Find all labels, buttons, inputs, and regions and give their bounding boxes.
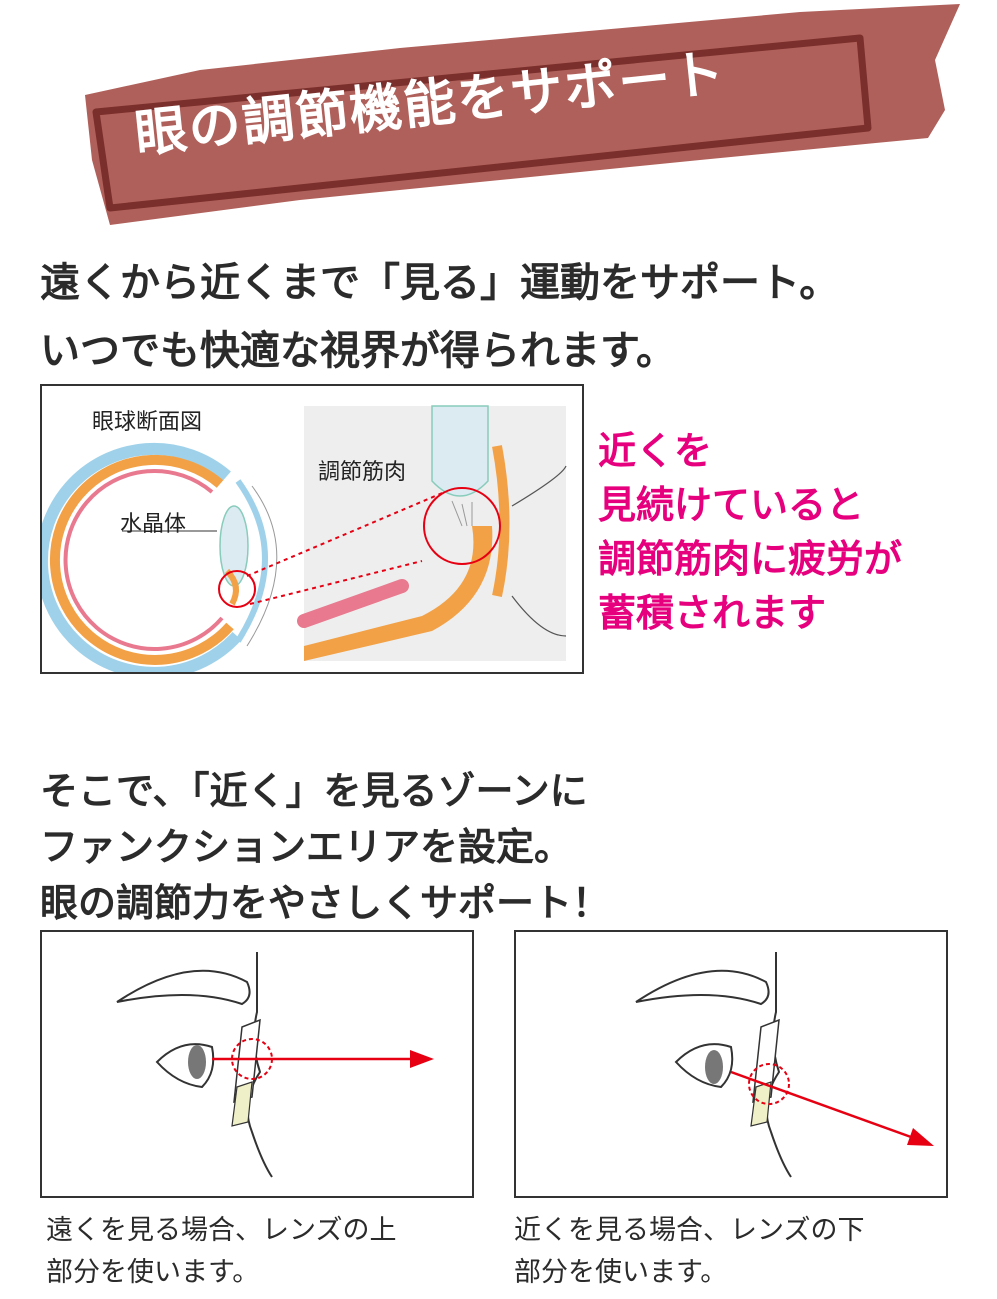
intro-line-2: いつでも快適な視界が得られます。 bbox=[40, 328, 676, 374]
far-view-caption-line-1: 遠くを見る場合、レンズの上 bbox=[46, 1215, 397, 1246]
fatigue-note-line-3: 調節筋肉に疲労が bbox=[598, 537, 903, 581]
eye-figure-title: 眼球断面図 bbox=[92, 410, 203, 435]
near-view-caption-line-1: 近くを見る場合、レンズの下 bbox=[514, 1215, 865, 1246]
ciliary-muscle-label: 調節筋肉 bbox=[318, 460, 407, 485]
solution-line-1: そこで、「近く」を見るゾーンに bbox=[40, 769, 588, 813]
near-view-figure bbox=[514, 930, 948, 1198]
far-view-figure bbox=[40, 930, 474, 1198]
near-view-caption-line-2: 部分を使います。 bbox=[514, 1257, 728, 1288]
fatigue-note-line-2: 見続けていると bbox=[598, 483, 865, 527]
lens-label: 水晶体 bbox=[120, 512, 187, 537]
eye-illustration bbox=[42, 405, 567, 672]
header-banner bbox=[85, 4, 960, 225]
far-view-caption-line-2: 部分を使います。 bbox=[46, 1257, 260, 1288]
solution-line-3: 眼の調節力をやさしくサポート！ bbox=[40, 881, 611, 925]
fatigue-note-line-1: 近くを bbox=[598, 429, 713, 473]
solution-line-2: ファンクションエリアを設定。 bbox=[40, 825, 573, 869]
fatigue-note-line-4: 蓄積されます bbox=[598, 591, 827, 635]
intro-line-1: 遠くから近くまで「見る」運動をサポート。 bbox=[40, 260, 840, 306]
eye-cross-section-figure: 眼球断面図 水晶体 調節筋肉 bbox=[40, 384, 584, 674]
near-view-illustration bbox=[635, 952, 934, 1178]
far-view-illustration bbox=[116, 952, 434, 1178]
